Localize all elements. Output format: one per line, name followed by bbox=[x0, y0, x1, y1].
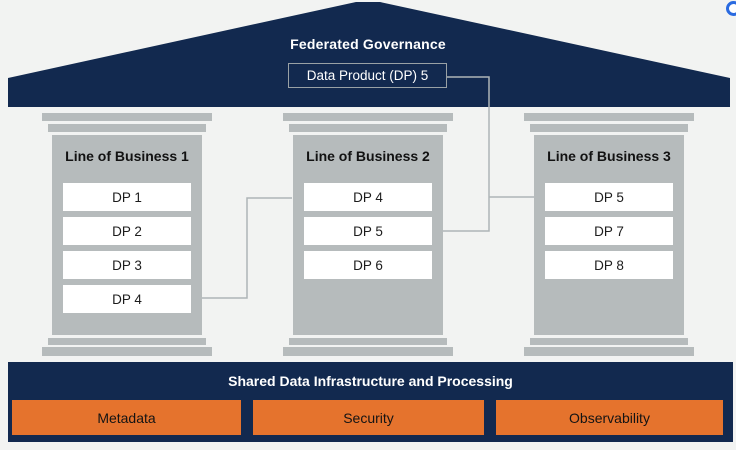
lob3-dp8-box: DP 8 bbox=[545, 251, 673, 279]
pillar3-body: Line of Business 3 DP 5 DP 7 DP 8 bbox=[534, 135, 684, 335]
lob2-dp5-box: DP 5 bbox=[304, 217, 432, 245]
pillar1-body: Line of Business 1 DP 1 DP 2 DP 3 DP 4 bbox=[52, 135, 202, 335]
lob3-dp7-box: DP 7 bbox=[545, 217, 673, 245]
roof-pediment-shape bbox=[8, 2, 730, 107]
pillar1-title: Line of Business 1 bbox=[65, 148, 189, 164]
pillar2-base-upper bbox=[289, 338, 447, 345]
pillar1-base-bottom bbox=[42, 347, 212, 356]
pillar3-cap-top bbox=[524, 113, 694, 121]
pillar1-base-upper bbox=[48, 338, 206, 345]
lob2-dp6-box: DP 6 bbox=[304, 251, 432, 279]
pillar2-base-bottom bbox=[283, 347, 453, 356]
shared-infrastructure-band: Shared Data Infrastructure and Processin… bbox=[8, 362, 733, 442]
metadata-box: Metadata bbox=[12, 400, 241, 435]
lob3-dp5-box: DP 5 bbox=[545, 183, 673, 211]
foundation-title: Shared Data Infrastructure and Processin… bbox=[228, 373, 513, 389]
pillar1-cap-top bbox=[42, 113, 212, 121]
pillar1-cap-lower bbox=[48, 124, 206, 132]
lob1-dp3-box: DP 3 bbox=[63, 251, 191, 279]
pillar3-base-bottom bbox=[524, 347, 694, 356]
zoom-icon[interactable] bbox=[726, 1, 736, 16]
pillar2-title: Line of Business 2 bbox=[306, 148, 430, 164]
data-product-dp5-box: Data Product (DP) 5 bbox=[288, 63, 447, 88]
connector-lob1-dp4-to-lob2-dp4 bbox=[202, 197, 292, 299]
lob1-dp2-box: DP 2 bbox=[63, 217, 191, 245]
security-box: Security bbox=[253, 400, 484, 435]
pillar2-body: Line of Business 2 DP 4 DP 5 DP 6 bbox=[293, 135, 443, 335]
pillar2-cap-top bbox=[283, 113, 453, 121]
connector-roof-dp5-to-lob2-dp5 bbox=[443, 76, 490, 232]
lob1-dp4-box: DP 4 bbox=[63, 285, 191, 313]
pillar2-cap-lower bbox=[289, 124, 447, 132]
roof-title: Federated Governance bbox=[290, 36, 446, 52]
pillar3-base-upper bbox=[530, 338, 688, 345]
pillar3-cap-lower bbox=[530, 124, 688, 132]
observability-box: Observability bbox=[496, 400, 723, 435]
pillar3-title: Line of Business 3 bbox=[547, 148, 671, 164]
lob2-dp4-box: DP 4 bbox=[304, 183, 432, 211]
lob1-dp1-box: DP 1 bbox=[63, 183, 191, 211]
